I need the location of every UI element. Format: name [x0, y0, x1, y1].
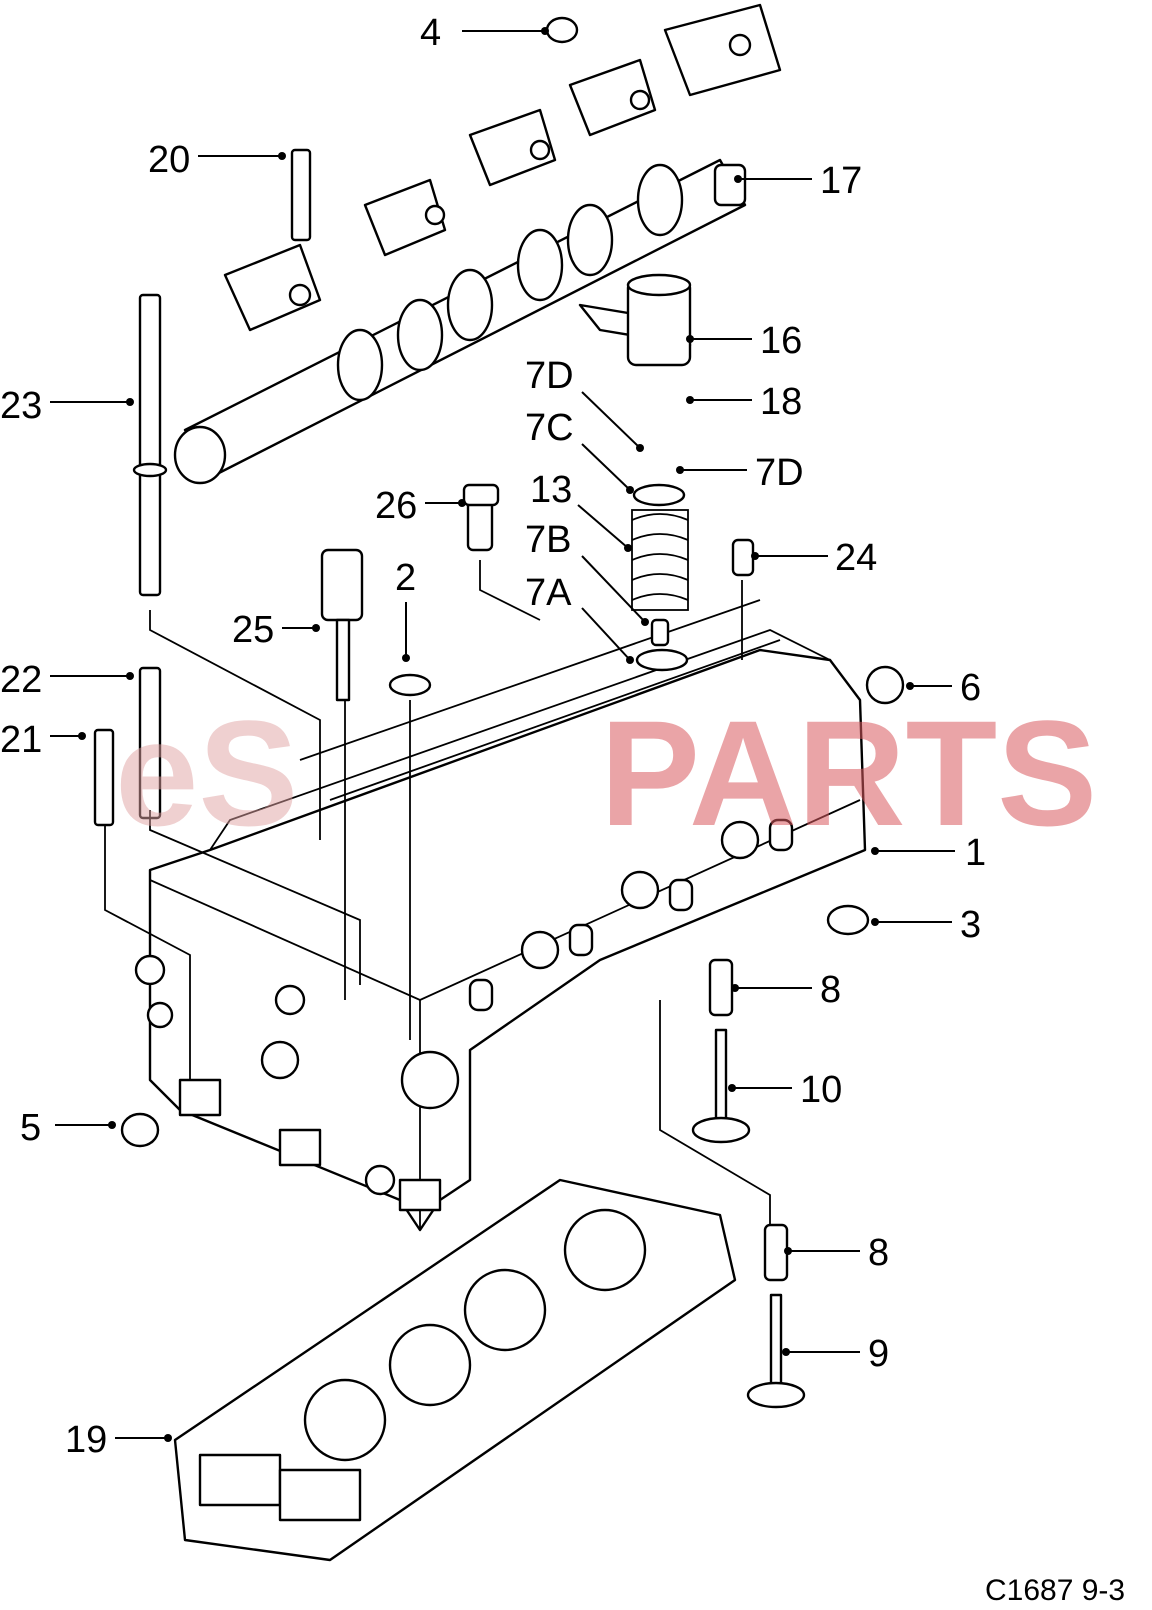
callout-20: 20 [148, 139, 286, 181]
svg-text:7B: 7B [525, 519, 571, 561]
part-leader-lines [104, 560, 771, 1225]
callout-7b: 7B [525, 519, 649, 626]
callout-21: 21 [0, 719, 86, 761]
head-gasket-drawing [173, 1178, 737, 1562]
callout-26: 26 [375, 485, 466, 527]
callout-23: 23 [0, 385, 134, 427]
svg-text:24: 24 [835, 537, 877, 579]
callout-2: 2 [395, 557, 416, 662]
callout-3: 3 [871, 904, 981, 946]
cylinder-head-drawing [134, 599, 867, 1232]
svg-text:8: 8 [868, 1232, 889, 1274]
figure-code: C1687 9-3 [985, 1574, 1125, 1607]
callout-7c: 7C [525, 407, 634, 494]
svg-text:16: 16 [760, 320, 802, 362]
valve-train-drawing [320, 273, 755, 702]
callout-9: 9 [782, 1333, 889, 1375]
svg-text:22: 22 [0, 659, 42, 701]
callout-22: 22 [0, 659, 134, 701]
svg-text:PARTS: PARTS [600, 689, 1097, 857]
callout-5: 5 [20, 1107, 116, 1149]
callout-7d-right: 7D [676, 452, 804, 494]
callout-25: 25 [232, 609, 320, 651]
callout-6: 6 [906, 667, 981, 709]
svg-text:20: 20 [148, 139, 190, 181]
callout-17: 17 [734, 160, 862, 202]
callout-16: 16 [686, 320, 802, 362]
svg-text:1: 1 [965, 832, 986, 874]
svg-text:7A: 7A [525, 572, 572, 614]
callout-8-top: 8 [731, 969, 841, 1011]
bolts-drawing [93, 148, 312, 827]
svg-text:13: 13 [530, 469, 572, 511]
callout-7a: 7A [525, 572, 634, 664]
callout-19: 19 [65, 1419, 172, 1461]
svg-text:18: 18 [760, 381, 802, 423]
svg-text:3: 3 [960, 904, 981, 946]
svg-text:9: 9 [868, 1333, 889, 1375]
svg-text:4: 4 [420, 12, 441, 54]
bearing-caps-drawing [223, 3, 782, 332]
svg-text:5: 5 [20, 1107, 41, 1149]
svg-text:19: 19 [65, 1419, 107, 1461]
callout-18: 18 [686, 381, 802, 423]
callout-7d-top: 7D [525, 355, 644, 452]
svg-text:10: 10 [800, 1069, 842, 1111]
svg-text:23: 23 [0, 385, 42, 427]
svg-text:17: 17 [820, 160, 862, 202]
callout-13: 13 [530, 469, 632, 552]
callout-24: 24 [751, 537, 877, 579]
svg-text:6: 6 [960, 667, 981, 709]
small-parts-drawing [120, 16, 905, 1409]
callout-10: 10 [728, 1069, 842, 1111]
svg-text:eS: eS [115, 689, 298, 857]
svg-text:2: 2 [395, 557, 416, 599]
svg-text:7D: 7D [525, 355, 574, 397]
svg-text:8: 8 [820, 969, 841, 1011]
camshaft-drawing [173, 158, 747, 485]
svg-text:21: 21 [0, 719, 42, 761]
svg-text:7C: 7C [525, 407, 574, 449]
svg-text:26: 26 [375, 485, 417, 527]
svg-text:7D: 7D [755, 452, 804, 494]
svg-text:25: 25 [232, 609, 274, 651]
esparts-watermark: eS PARTS [115, 689, 1097, 857]
callout-4: 4 [420, 12, 549, 54]
callout-1: 1 [871, 832, 986, 874]
callout-8-bottom: 8 [784, 1232, 889, 1274]
